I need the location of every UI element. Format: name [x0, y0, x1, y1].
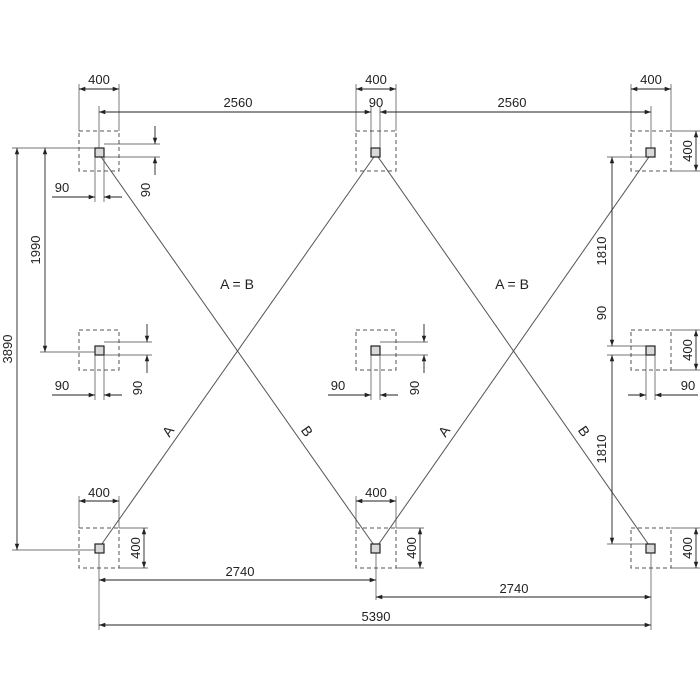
bottom-span-left-label: 2740 — [226, 564, 255, 579]
pad-height-label: 400 — [404, 537, 419, 559]
footing-pad — [630, 130, 672, 172]
brace-labels: A = B A = B A B A B — [159, 276, 594, 440]
post-offset-label: 90 — [407, 381, 422, 395]
footing-pad — [355, 329, 397, 371]
total-height-label: 3890 — [0, 335, 15, 364]
right-post-offset-label: 90 — [594, 306, 609, 320]
pad-height-label: 400 — [680, 537, 695, 559]
post — [94, 345, 105, 356]
footing-pad — [78, 130, 120, 172]
post-offset-label: 90 — [331, 378, 345, 393]
left-half-height-label: 1990 — [28, 236, 43, 265]
pad-width-label: 400 — [88, 72, 110, 87]
pad-width-label: 400 — [88, 485, 110, 500]
brace-label-a: A — [435, 422, 454, 439]
equal-note: A = B — [220, 276, 254, 292]
brace-line — [375, 153, 652, 549]
post — [370, 543, 381, 554]
pad-height-label: 400 — [680, 339, 695, 361]
pad-height-label: 400 — [680, 140, 695, 162]
brace-line — [98, 153, 377, 549]
post — [94, 147, 105, 158]
post-offset-label: 90 — [55, 180, 69, 195]
footings — [78, 130, 672, 569]
post — [94, 543, 105, 554]
total-width-label: 5390 — [362, 609, 391, 624]
post-offset-label: 90 — [681, 378, 695, 393]
bottom-span-right-label: 2740 — [500, 581, 529, 596]
pad-height-label: 400 — [128, 537, 143, 559]
right-upper-height-label: 1810 — [594, 237, 609, 266]
post — [645, 543, 656, 554]
post-offset-label: 90 — [130, 381, 145, 395]
post-offset-label: 90 — [369, 95, 383, 110]
pad-width-label: 400 — [640, 72, 662, 87]
post-offset-label: 90 — [55, 378, 69, 393]
brace-label-b: B — [298, 423, 316, 440]
brace-lines — [98, 153, 652, 549]
dimension-labels: 400 400 400 90 2560 2560 3890 1990 1810 … — [0, 72, 695, 624]
equal-note: A = B — [495, 276, 529, 292]
brace-label-b: B — [575, 423, 593, 440]
post — [645, 345, 656, 356]
right-lower-height-label: 1810 — [594, 435, 609, 464]
post — [645, 147, 656, 158]
footing-pad — [630, 329, 672, 371]
footing-pad — [78, 329, 120, 371]
pad-width-label: 400 — [365, 72, 387, 87]
post-offset-label: 90 — [138, 183, 153, 197]
brace-label-a: A — [159, 422, 178, 439]
post — [370, 147, 381, 158]
top-span-right-label: 2560 — [498, 95, 527, 110]
dimension-lines — [14, 86, 699, 628]
footing-pad — [355, 130, 397, 172]
top-span-left-label: 2560 — [224, 95, 253, 110]
pad-width-label: 400 — [365, 485, 387, 500]
post — [370, 345, 381, 356]
